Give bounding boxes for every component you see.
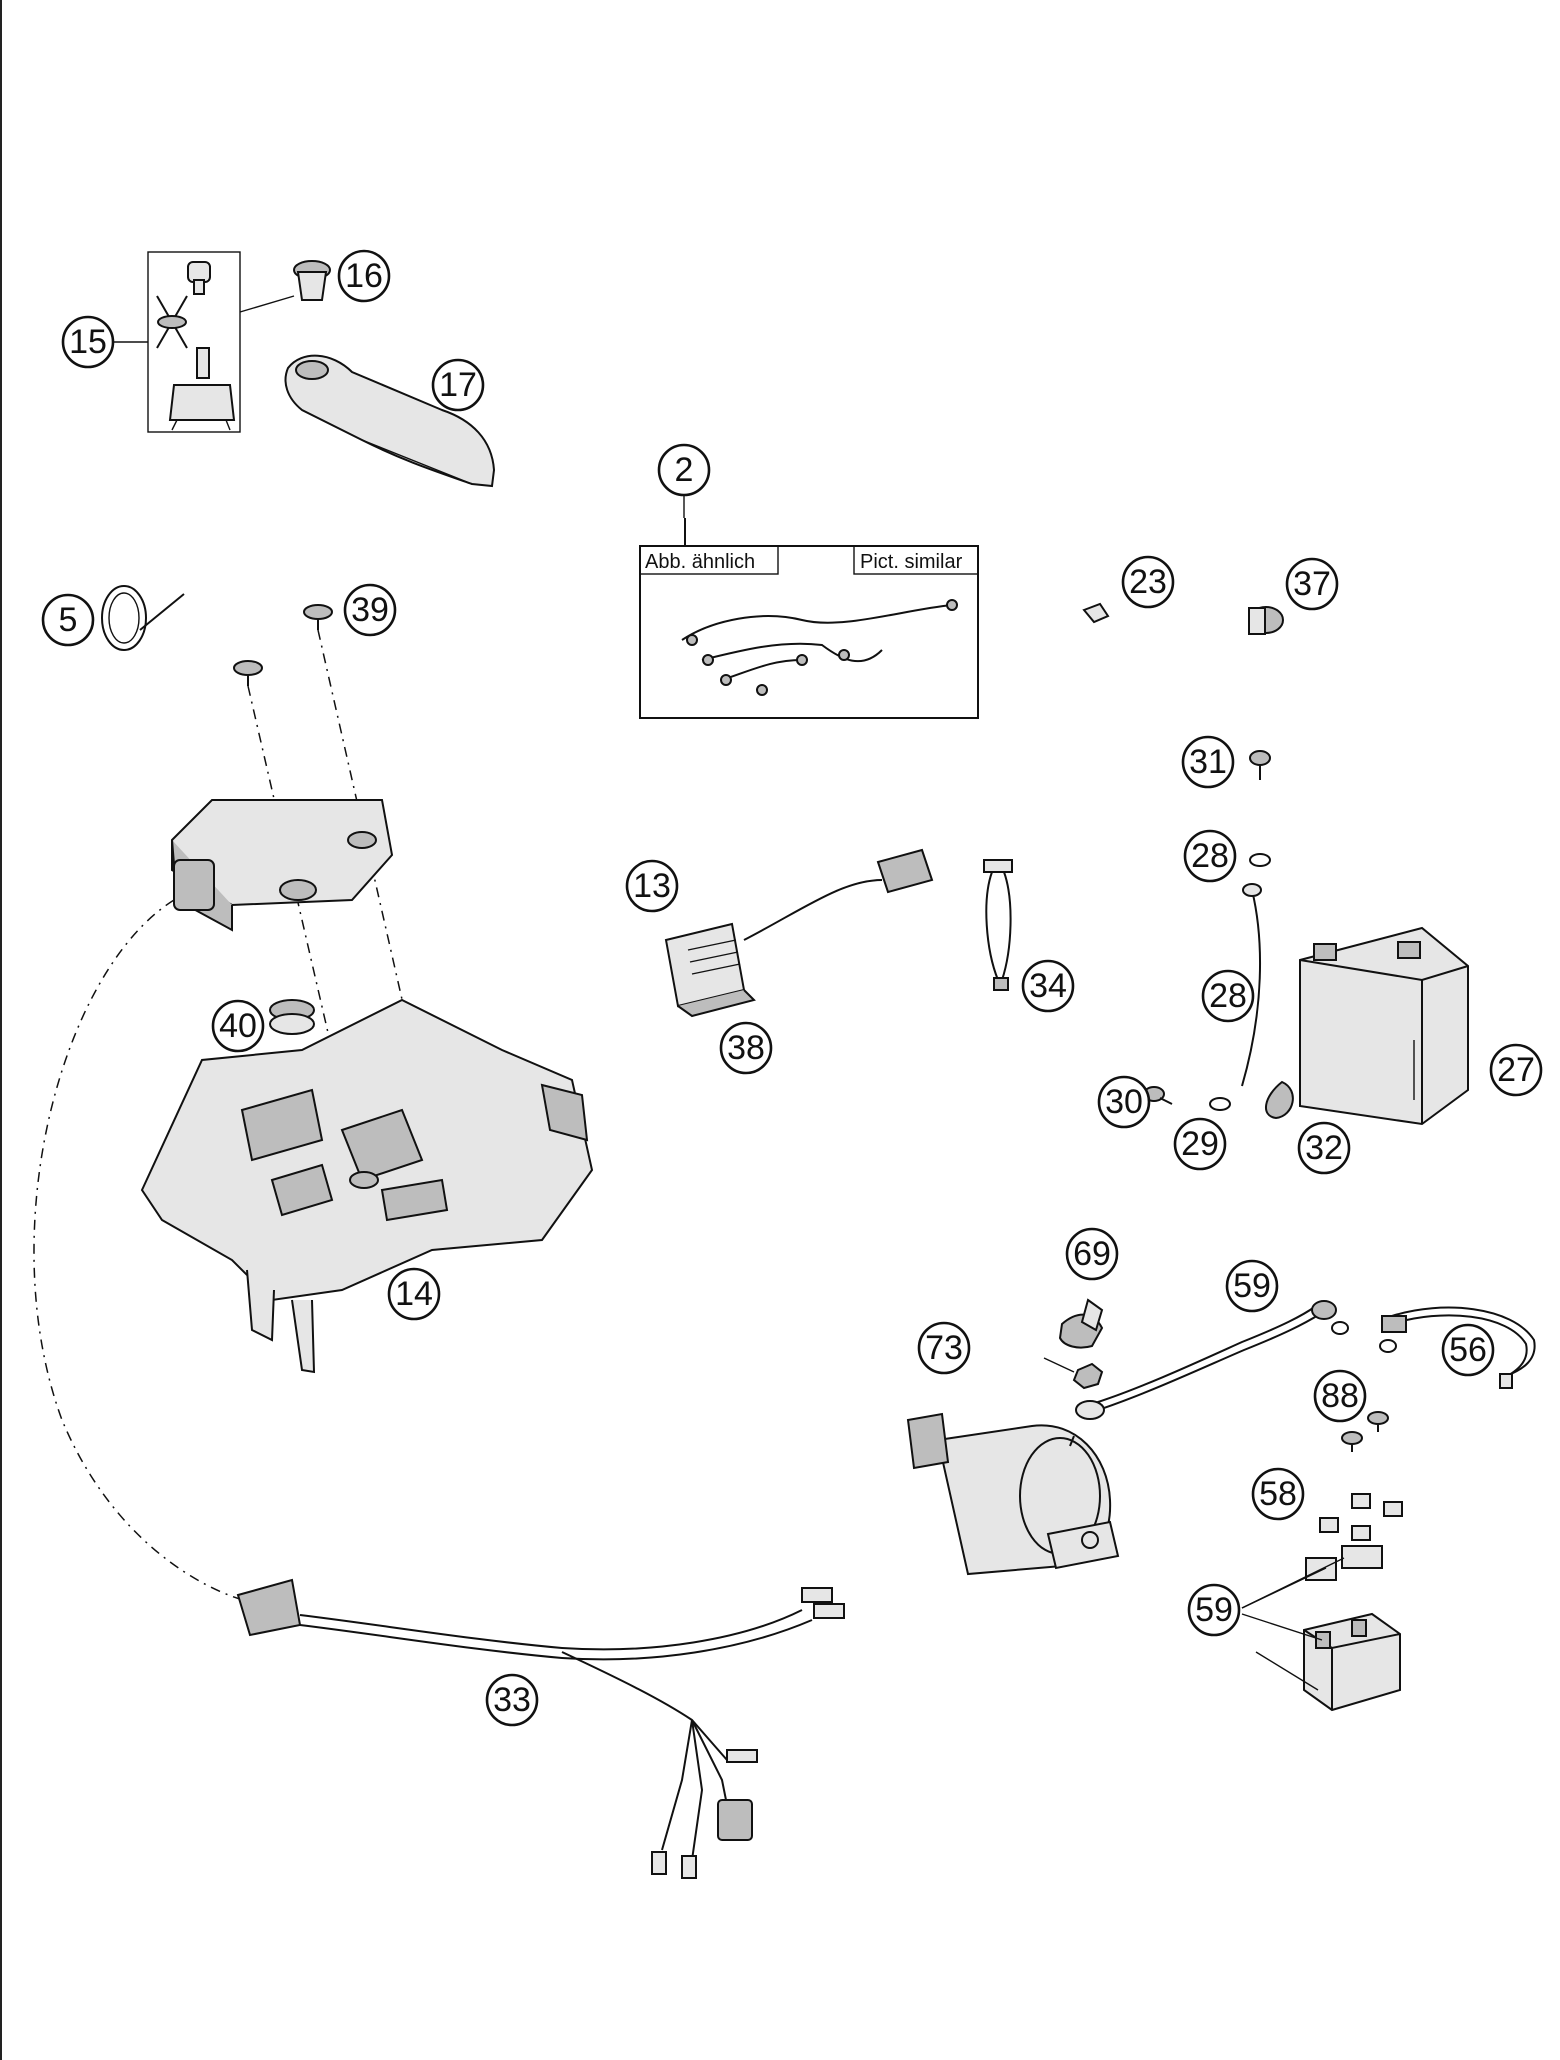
part-5-cable-tie: [101, 585, 185, 651]
svg-text:59: 59: [1195, 1591, 1233, 1629]
part-34-cap: [1248, 606, 1284, 635]
callout-13: 13: [625, 859, 679, 913]
callout-2: 2: [657, 443, 711, 497]
callout-37: 38: [719, 1021, 773, 1075]
part-28-washer-lower: [1209, 1097, 1231, 1111]
callout-29: 30: [1097, 1075, 1151, 1129]
svg-text:39: 39: [351, 591, 389, 629]
starter-motor: [906, 1412, 1120, 1576]
svg-text:30: 30: [1105, 1083, 1143, 1121]
part-56-cable: [1379, 1306, 1536, 1389]
part-88-screws: [1341, 1411, 1389, 1452]
callout-26: 27: [1489, 1043, 1543, 1097]
svg-text:14: 14: [395, 1275, 433, 1313]
part-27-cable: [1241, 883, 1262, 1087]
callout-14: 14: [387, 1267, 441, 1321]
svg-text:13: 13: [633, 867, 671, 905]
part-31-cap: [1265, 1080, 1294, 1120]
callout-34: 37: [1285, 557, 1339, 611]
svg-text:16: 16: [345, 257, 383, 295]
svg-text:27: 27: [1497, 1051, 1535, 1089]
callout-56: 56: [1441, 1323, 1495, 1377]
callout-88: 88: [1313, 1369, 1367, 1423]
svg-text:29: 29: [1181, 1125, 1219, 1163]
part-40-fuses: [1319, 1493, 1403, 1541]
svg-text:32: 32: [1305, 1129, 1343, 1167]
callout-31: 32: [1297, 1121, 1351, 1175]
part-16-grommet: [293, 260, 331, 301]
callout-15: 15: [61, 315, 115, 369]
callout-28-lower: 29: [1173, 1117, 1227, 1171]
part-33-strap: [983, 859, 1013, 991]
svg-text:28: 28: [1191, 837, 1229, 875]
callout-33: 34: [1021, 959, 1075, 1013]
control-unit: [171, 799, 394, 932]
svg-text:58: 58: [1259, 1475, 1297, 1513]
part-69-terminal-cap: [1058, 1298, 1104, 1349]
svg-text:31: 31: [1189, 743, 1227, 781]
callout-27: 28: [1201, 969, 1255, 1023]
callout-39: 40: [211, 999, 265, 1053]
leader-lines: [683, 496, 1319, 1691]
svg-text:34: 34: [1029, 967, 1067, 1005]
svg-text:88: 88: [1321, 1377, 1359, 1415]
inset-label-right: Pict. similar: [860, 551, 963, 573]
svg-text:56: 56: [1449, 1331, 1487, 1369]
connection-line: [33, 899, 251, 1603]
svg-text:73: 73: [925, 1329, 963, 1367]
svg-text:40: 40: [219, 1007, 257, 1045]
part-28-washer-upper: [1249, 853, 1271, 867]
svg-text:17: 17: [439, 366, 477, 404]
callout-58: 59: [1187, 1583, 1241, 1637]
part-2-main-harness-inset: Abb. ähnlich Pict. similar: [639, 518, 979, 719]
part-73-nut: [1043, 1357, 1104, 1390]
svg-text:59: 59: [1233, 1267, 1271, 1305]
part-26-battery: [1299, 926, 1469, 1126]
svg-text:38: 38: [727, 1029, 765, 1067]
part-59-starter-cable: [1075, 1300, 1349, 1420]
inset-label-left: Abb. ähnlich: [645, 551, 755, 573]
callout-28-upper: 28: [1183, 829, 1237, 883]
callout-32: 33: [485, 1673, 539, 1727]
svg-text:69: 69: [1073, 1235, 1111, 1273]
part-30-screw: [1249, 750, 1271, 780]
part-39-rubber-damper: [269, 999, 315, 1035]
callout-59: 59: [1225, 1259, 1279, 1313]
svg-text:15: 15: [69, 323, 107, 361]
part-13-regulator: [664, 848, 934, 1018]
svg-text:28: 28: [1209, 977, 1247, 1015]
callout-23: 23: [1121, 555, 1175, 609]
part-17-lever: [284, 354, 496, 488]
callout-69: 69: [1065, 1227, 1119, 1281]
callout-5: 5: [41, 593, 95, 647]
callout-38: 39: [343, 583, 397, 637]
part-58-relay: [1241, 1545, 1401, 1712]
part-32-wiring-harness: [236, 1578, 845, 1879]
svg-text:37: 37: [1293, 565, 1331, 603]
svg-text:5: 5: [59, 601, 78, 639]
part-23-clip: [1082, 602, 1110, 624]
callout-17: 17: [431, 358, 485, 412]
callout-16: 16: [337, 249, 391, 303]
svg-text:2: 2: [675, 451, 694, 489]
callout-40: 58: [1251, 1467, 1305, 1521]
svg-text:33: 33: [493, 1681, 531, 1719]
part-14-holder: [140, 998, 594, 1374]
callout-30: 31: [1181, 735, 1235, 789]
callout-73: 73: [917, 1321, 971, 1375]
svg-text:23: 23: [1129, 563, 1167, 601]
part-15-assembly: [112, 251, 295, 433]
